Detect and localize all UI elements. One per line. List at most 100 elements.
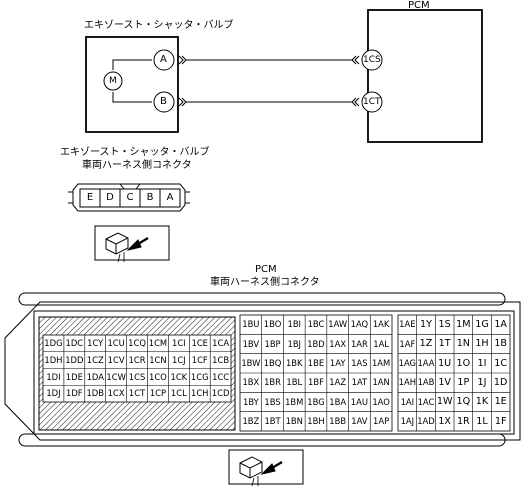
- connector-view-icon-2: [228, 449, 304, 487]
- pcm-terminal-1cs: [361, 49, 383, 71]
- pcm-pin-1bn: 1BN: [285, 416, 303, 427]
- pcm-pin-1d: 1D: [493, 376, 508, 388]
- pcm-pin-1cz: 1CZ: [86, 354, 104, 365]
- pcm-pin-1be: 1BE: [307, 358, 325, 369]
- pcm-pin-1au: 1AU: [350, 396, 368, 407]
- valve-pin-a: A: [166, 192, 174, 203]
- motor-symbol: [103, 59, 152, 103]
- pcm-pin-1z: 1Z: [419, 338, 433, 350]
- pcm-pin-1ay: 1AY: [329, 358, 346, 369]
- pcm-pin-1cp: 1CP: [149, 388, 167, 399]
- pcm-pin-1co: 1CO: [149, 371, 167, 382]
- pcm-pin-1cu: 1CU: [107, 338, 125, 349]
- pcm-pin-1at: 1AT: [351, 377, 368, 388]
- pcm-pin-1j: 1J: [477, 376, 487, 388]
- pcm-pin-1bo: 1BO: [263, 319, 282, 330]
- valve-connector-title-2: 車両ハーネス側コネクタ: [82, 160, 192, 171]
- pcm-pin-1cy: 1CY: [87, 338, 104, 349]
- pcm-pin-1ad: 1AD: [417, 416, 435, 427]
- pcm-pin-1ai: 1AI: [400, 396, 415, 407]
- terminal-a: [153, 49, 175, 71]
- pcm-pin-1bh: 1BH: [307, 416, 325, 427]
- terminal-a-label: A: [160, 54, 167, 65]
- pcm-pin-1ca: 1CA: [212, 338, 230, 349]
- pcm-pin-1cd: 1CD: [211, 388, 230, 399]
- pcm-pin-1bi: 1BI: [287, 319, 302, 330]
- pcm-pin-1an: 1AN: [372, 377, 390, 388]
- pcm-pin-1s: 1S: [438, 318, 451, 330]
- terminal-b: [153, 91, 175, 113]
- pcm-title: PCM: [408, 0, 430, 11]
- pcm-pin-1aw: 1AW: [328, 319, 348, 330]
- pcm-pin-1dd: 1DD: [65, 354, 84, 365]
- pcm-pin-1ct-label: 1CT: [363, 97, 381, 107]
- pcm-pin-1ap: 1AP: [373, 416, 390, 427]
- pcm-box: [367, 9, 483, 143]
- pcm-pin-1ce: 1CE: [191, 338, 208, 349]
- pcm-pin-1ae: 1AE: [399, 319, 416, 330]
- pcm-pin-1bd: 1BD: [307, 338, 325, 349]
- pcm-pin-1cg: 1CG: [190, 371, 209, 382]
- pcm-pin-1w: 1W: [436, 396, 453, 408]
- pcm-pin-1bq: 1BQ: [263, 358, 282, 369]
- valve-box: [85, 36, 179, 133]
- pcm-pin-1cc: 1CC: [212, 371, 230, 382]
- valve-pin-b: B: [146, 192, 154, 203]
- pcm-pin-1bf: 1BF: [308, 377, 324, 388]
- pcm-pin-1ch: 1CH: [191, 388, 209, 399]
- pcm-pin-1bu: 1BU: [242, 319, 260, 330]
- valve-pin-c: C: [126, 192, 134, 203]
- pcm-pin-1m: 1M: [456, 318, 471, 330]
- pcm-pin-1ax: 1AX: [329, 338, 347, 349]
- pcm-pin-1v: 1V: [438, 376, 451, 388]
- pcm-pin-1i: 1I: [477, 357, 487, 369]
- pcm-terminal-1ct: [361, 91, 383, 113]
- pcm-pin-1aj: 1AJ: [400, 416, 415, 427]
- pcm-pin-1av: 1AV: [351, 416, 368, 427]
- pcm-pin-1ag: 1AG: [398, 358, 417, 369]
- pcm-pin-1cn: 1CN: [149, 354, 167, 365]
- pcm-pin-1bz: 1BZ: [242, 416, 260, 427]
- pcm-pin-1cj: 1CJ: [172, 354, 186, 365]
- pcm-pin-1al: 1AL: [373, 338, 389, 349]
- valve-connector-title-1: エキゾースト・シャッタ・バルブ: [60, 147, 210, 158]
- pcm-pin-1af: 1AF: [399, 338, 416, 349]
- pcm-pin-1ao: 1AO: [372, 396, 390, 407]
- pcm-pin-1cf: 1CF: [191, 354, 208, 365]
- pcm-pin-1da: 1DA: [86, 371, 104, 382]
- pcm-pin-1ci: 1CI: [172, 338, 186, 349]
- pcm-pin-1f: 1F: [494, 415, 507, 427]
- pcm-pin-1ct: 1CT: [128, 388, 146, 399]
- pcm-pin-1ak: 1AK: [372, 319, 390, 330]
- pcm-pin-1ar: 1AR: [350, 338, 368, 349]
- pcm-pin-1cw: 1CW: [106, 371, 126, 382]
- pcm-pin-1bv: 1BV: [242, 338, 260, 349]
- pcm-pin-1bm: 1BM: [285, 396, 304, 407]
- pcm-pin-1az: 1AZ: [329, 377, 347, 388]
- pcm-pin-1ba: 1BA: [329, 396, 347, 407]
- pcm-pin-1bc: 1BC: [307, 319, 325, 330]
- pcm-pin-1cq: 1CQ: [128, 338, 146, 349]
- pcm-pin-1br: 1BR: [264, 377, 281, 388]
- pcm-pin-1cx: 1CX: [107, 388, 125, 399]
- pcm-pin-1u: 1U: [438, 357, 452, 369]
- pcm-pin-1bl: 1BL: [286, 377, 303, 388]
- pcm-pin-1x: 1X: [438, 415, 451, 427]
- pcm-pin-1bb: 1BB: [329, 416, 347, 427]
- pcm-pin-1cs-label: 1CS: [363, 55, 381, 65]
- pcm-pin-1t: 1T: [438, 338, 451, 350]
- pcm-connector-title-2: 車両ハーネス側コネクタ: [210, 277, 320, 288]
- pcm-pin-1ab: 1AB: [417, 377, 435, 388]
- pcm-pin-1h: 1H: [475, 338, 489, 350]
- pcm-pin-1p: 1P: [457, 376, 470, 388]
- pcm-pin-1b: 1B: [494, 338, 508, 350]
- pcm-pin-1db: 1DB: [86, 388, 104, 399]
- pcm-pin-1bt: 1BT: [264, 416, 281, 427]
- pcm-pin-1cm: 1CM: [148, 338, 168, 349]
- pcm-pin-1am: 1AM: [371, 358, 391, 369]
- motor-label: M: [109, 76, 117, 86]
- pcm-pin-1cb: 1CB: [212, 354, 230, 365]
- pcm-pin-1q: 1Q: [456, 396, 471, 408]
- pcm-pin-1ah: 1AH: [398, 377, 416, 388]
